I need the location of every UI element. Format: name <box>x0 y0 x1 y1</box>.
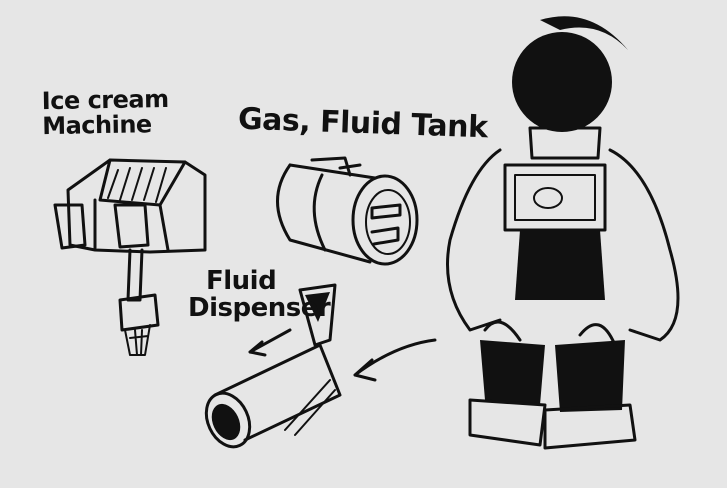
fluid-dispenser-drawing <box>204 283 437 449</box>
dispenser-label-line2: Dispenser <box>188 293 331 324</box>
character-drawing <box>446 16 680 450</box>
ice-cream-label-line2: Machine <box>41 110 152 141</box>
ice-cream-machine-label: Ice cream Machine <box>41 85 170 141</box>
ice-cream-machine-drawing <box>53 158 207 356</box>
fluid-tank-drawing <box>276 156 419 266</box>
dispenser-label-line1: Fluid <box>206 266 277 296</box>
fluid-dispenser-label: Fluid Dispenser <box>188 266 331 324</box>
gas-fluid-tank-label: Gas, Fluid Tank <box>237 101 489 146</box>
